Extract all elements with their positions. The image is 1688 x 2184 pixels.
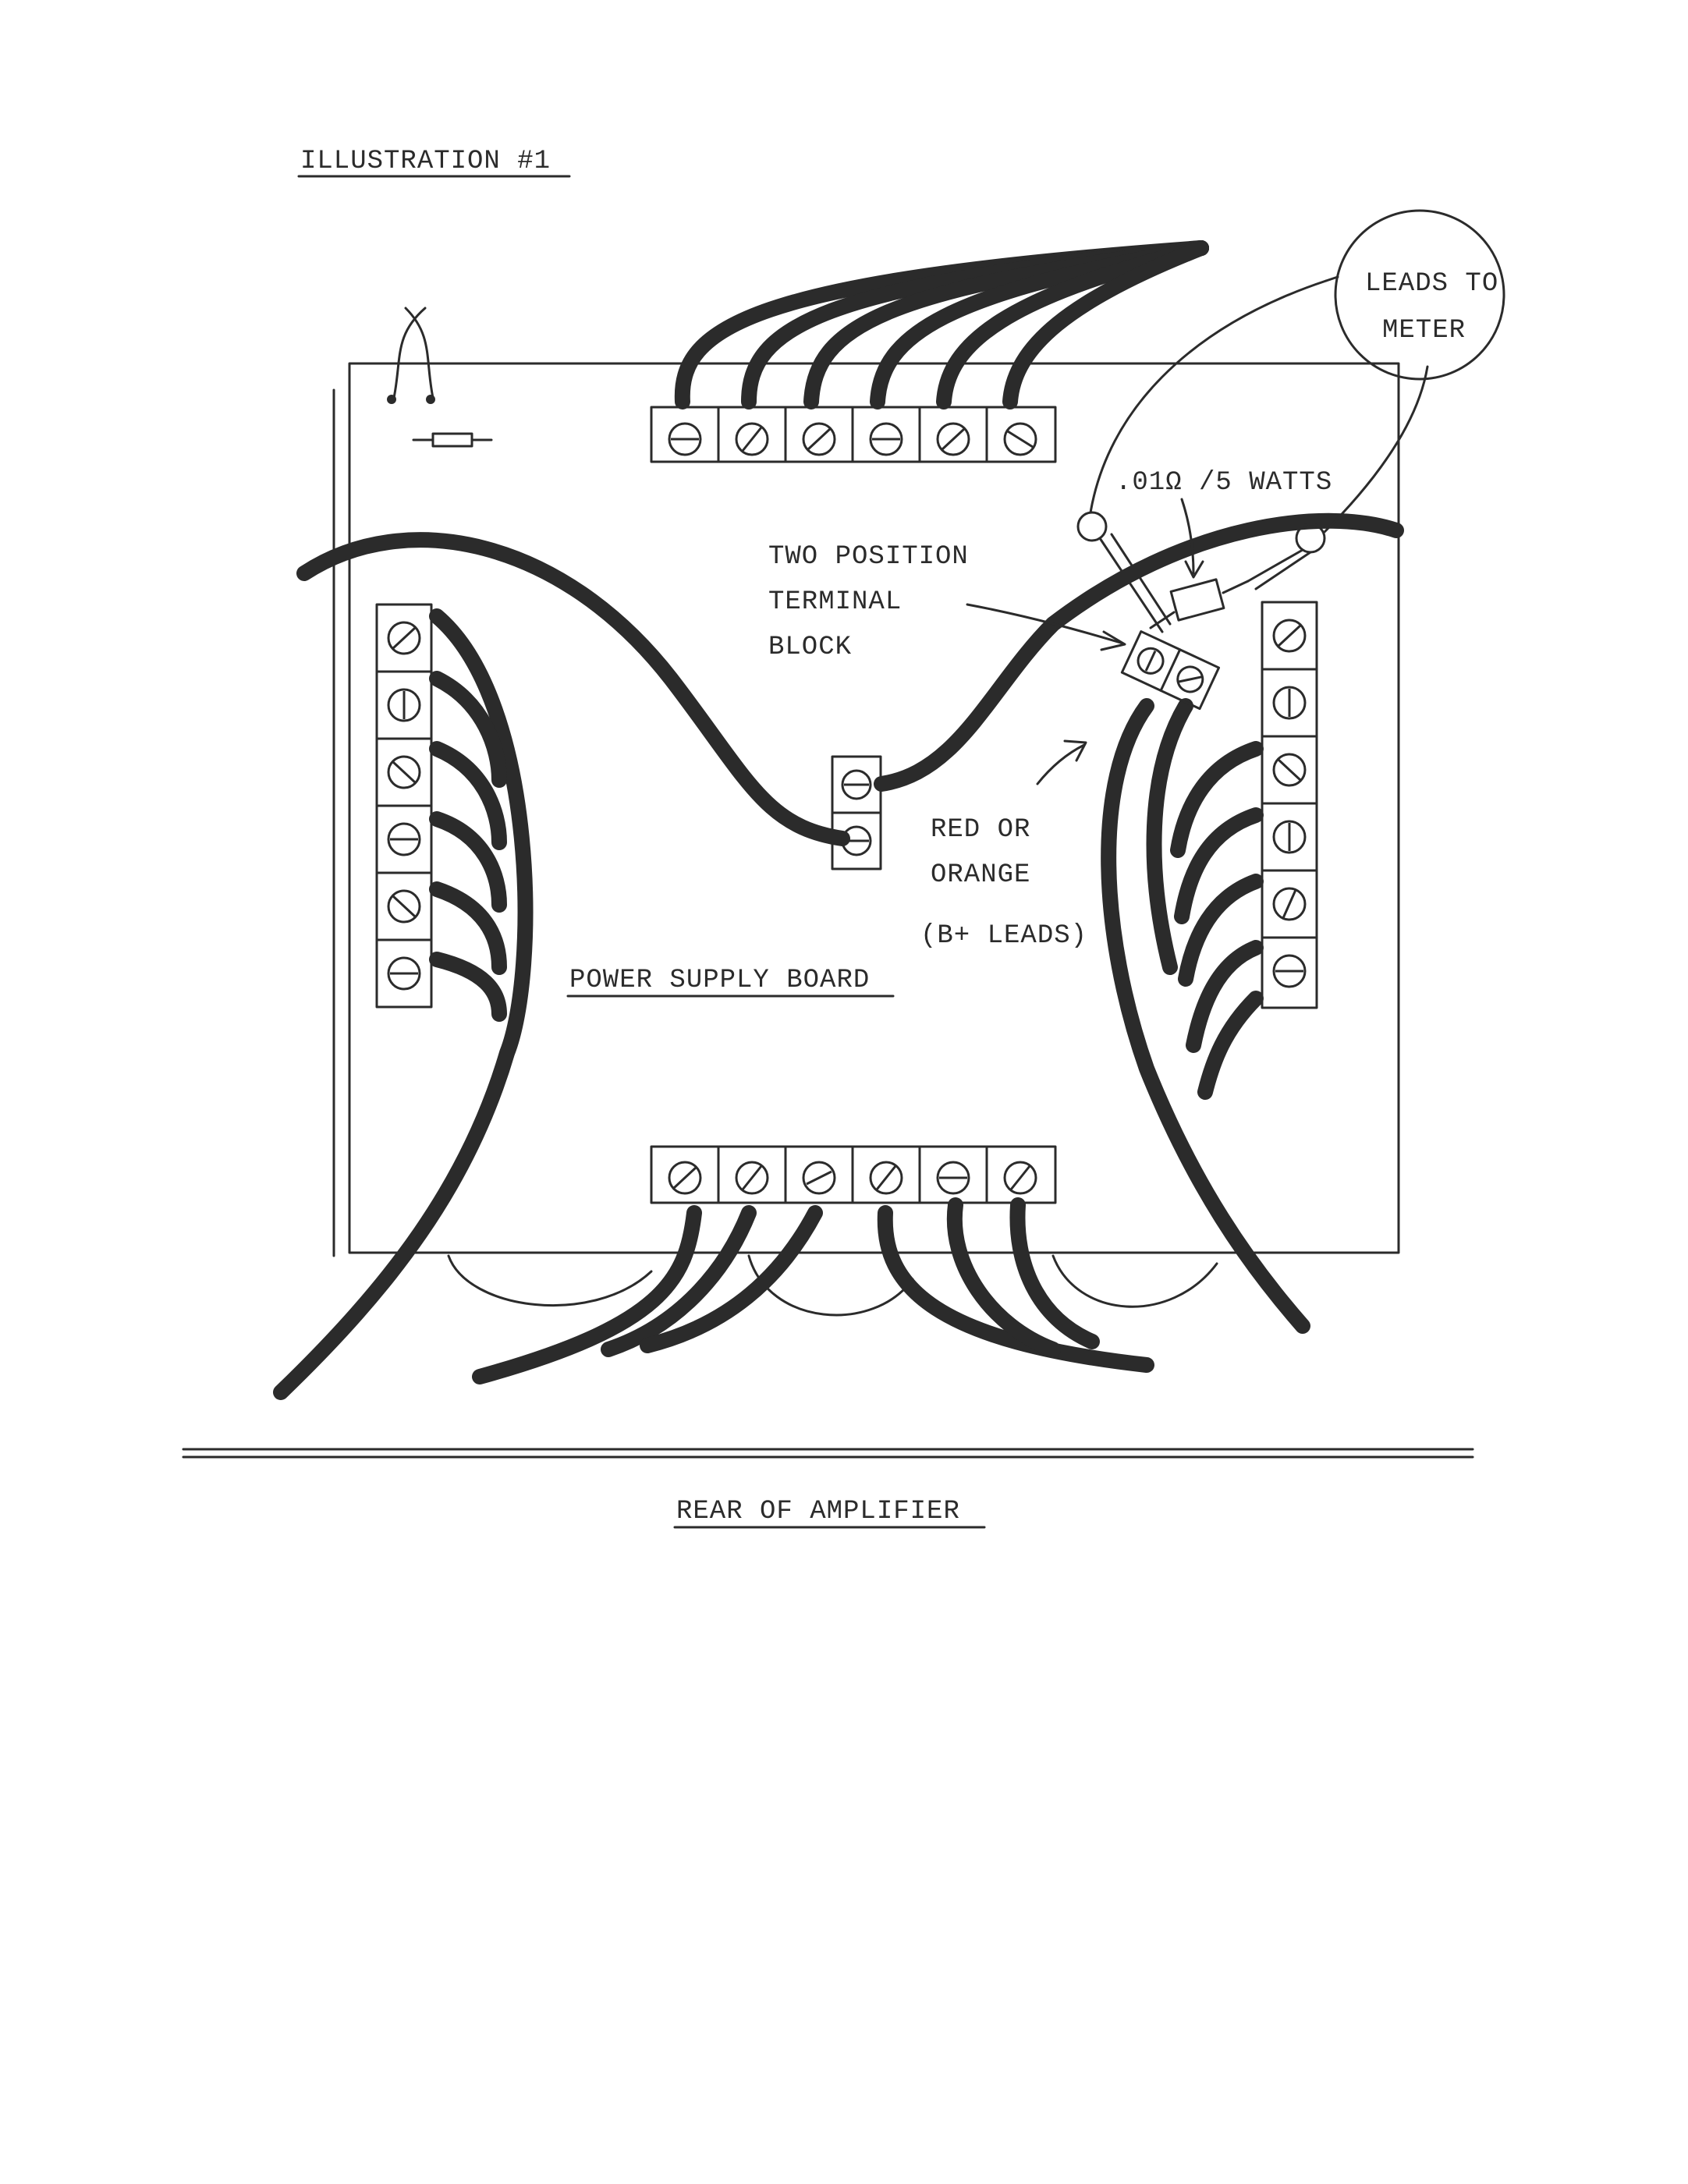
screw-terminal-icon: [387, 621, 421, 655]
twisted-lead-icon: [387, 307, 435, 404]
bottom-right-wire-bundle: [877, 1197, 1154, 1373]
meter-lead-right: [1246, 365, 1429, 590]
screw-terminal-icon: [841, 769, 872, 800]
meter-lead-tail: [1325, 275, 1339, 282]
screw-terminal-icon: [668, 1161, 702, 1195]
crossing-wire-right: [874, 512, 1404, 792]
screw-terminal-icon: [936, 422, 970, 456]
resistor-label-arrow: [1180, 498, 1195, 575]
illustration-title: ILLUSTRATION #1: [300, 147, 551, 176]
terminal-block-label-line1: TWO POSITION: [768, 542, 969, 572]
screw-terminal-icon: [841, 825, 872, 856]
fuse-icon: [412, 432, 493, 448]
terminal-block-arrow: [966, 603, 1125, 645]
board-name-label: POWER SUPPLY BOARD: [569, 966, 870, 995]
right-wire-bundle: [1101, 698, 1310, 1334]
screw-terminal-icon: [1176, 665, 1204, 693]
meter-lead-left: [1076, 279, 1328, 633]
terminal-block-label-line2: TERMINAL: [768, 587, 902, 617]
screw-terminal-icon: [936, 1161, 970, 1195]
screw-terminal-icon: [1272, 887, 1307, 921]
arrow-head-icon: [1100, 630, 1126, 651]
right-terminal-strip: [1261, 601, 1318, 1009]
screw-terminal-icon: [1003, 422, 1037, 456]
screw-terminal-icon: [387, 889, 421, 924]
screw-terminal-icon: [1137, 647, 1165, 675]
screw-terminal-icon: [802, 1161, 836, 1195]
bottom-terminal-strip: [650, 1145, 1057, 1204]
screw-terminal-icon: [802, 422, 836, 456]
wire-note-line1: RED OR: [931, 815, 1030, 845]
arrow-head-icon: [1063, 739, 1087, 762]
bottom-arcs: [447, 1254, 1218, 1317]
resistor-value-label: .01Ω /5 WATTS: [1115, 468, 1332, 498]
arrow-head-icon: [1184, 560, 1204, 579]
power-supply-board-outline: [348, 362, 1400, 1254]
left-wire-bundle: [273, 608, 534, 1400]
leads-to-meter-line2: METER: [1382, 316, 1466, 346]
screw-terminal-icon: [1272, 619, 1307, 653]
screw-terminal-icon: [668, 422, 702, 456]
leads-to-meter-line1: LEADS TO: [1365, 269, 1498, 299]
left-terminal-strip: [375, 603, 433, 1009]
two-position-terminal-block: [1120, 630, 1221, 711]
terminal-block-label-line3: BLOCK: [768, 633, 852, 662]
screw-terminal-icon: [1272, 820, 1307, 854]
screw-terminal-icon: [1272, 753, 1307, 787]
wire-note-arrow: [1036, 743, 1086, 785]
screw-terminal-icon: [735, 1161, 769, 1195]
meter-callout-circle: [1334, 209, 1505, 381]
wire-note-line3: (B+ LEADS): [920, 921, 1087, 951]
screw-terminal-icon: [387, 822, 421, 856]
screw-terminal-icon: [387, 956, 421, 991]
screw-terminal-icon: [1272, 954, 1307, 988]
screw-terminal-icon: [869, 1161, 903, 1195]
screw-terminal-icon: [1003, 1161, 1037, 1195]
screw-terminal-icon: [869, 422, 903, 456]
bottom-left-wire-bundle: [472, 1205, 823, 1384]
screw-terminal-icon: [387, 755, 421, 789]
wire-note-line2: ORANGE: [931, 860, 1030, 890]
screw-terminal-icon: [387, 688, 421, 722]
screw-terminal-icon: [1272, 686, 1307, 720]
center-terminal-strip: [831, 755, 882, 870]
screw-terminal-icon: [735, 422, 769, 456]
top-wire-bundle: [674, 240, 1209, 410]
crossing-wire-left: [296, 532, 850, 846]
top-terminal-strip: [650, 406, 1057, 463]
footer-label: REAR OF AMPLIFIER: [676, 1497, 960, 1526]
shunt-resistor: [1149, 578, 1250, 629]
